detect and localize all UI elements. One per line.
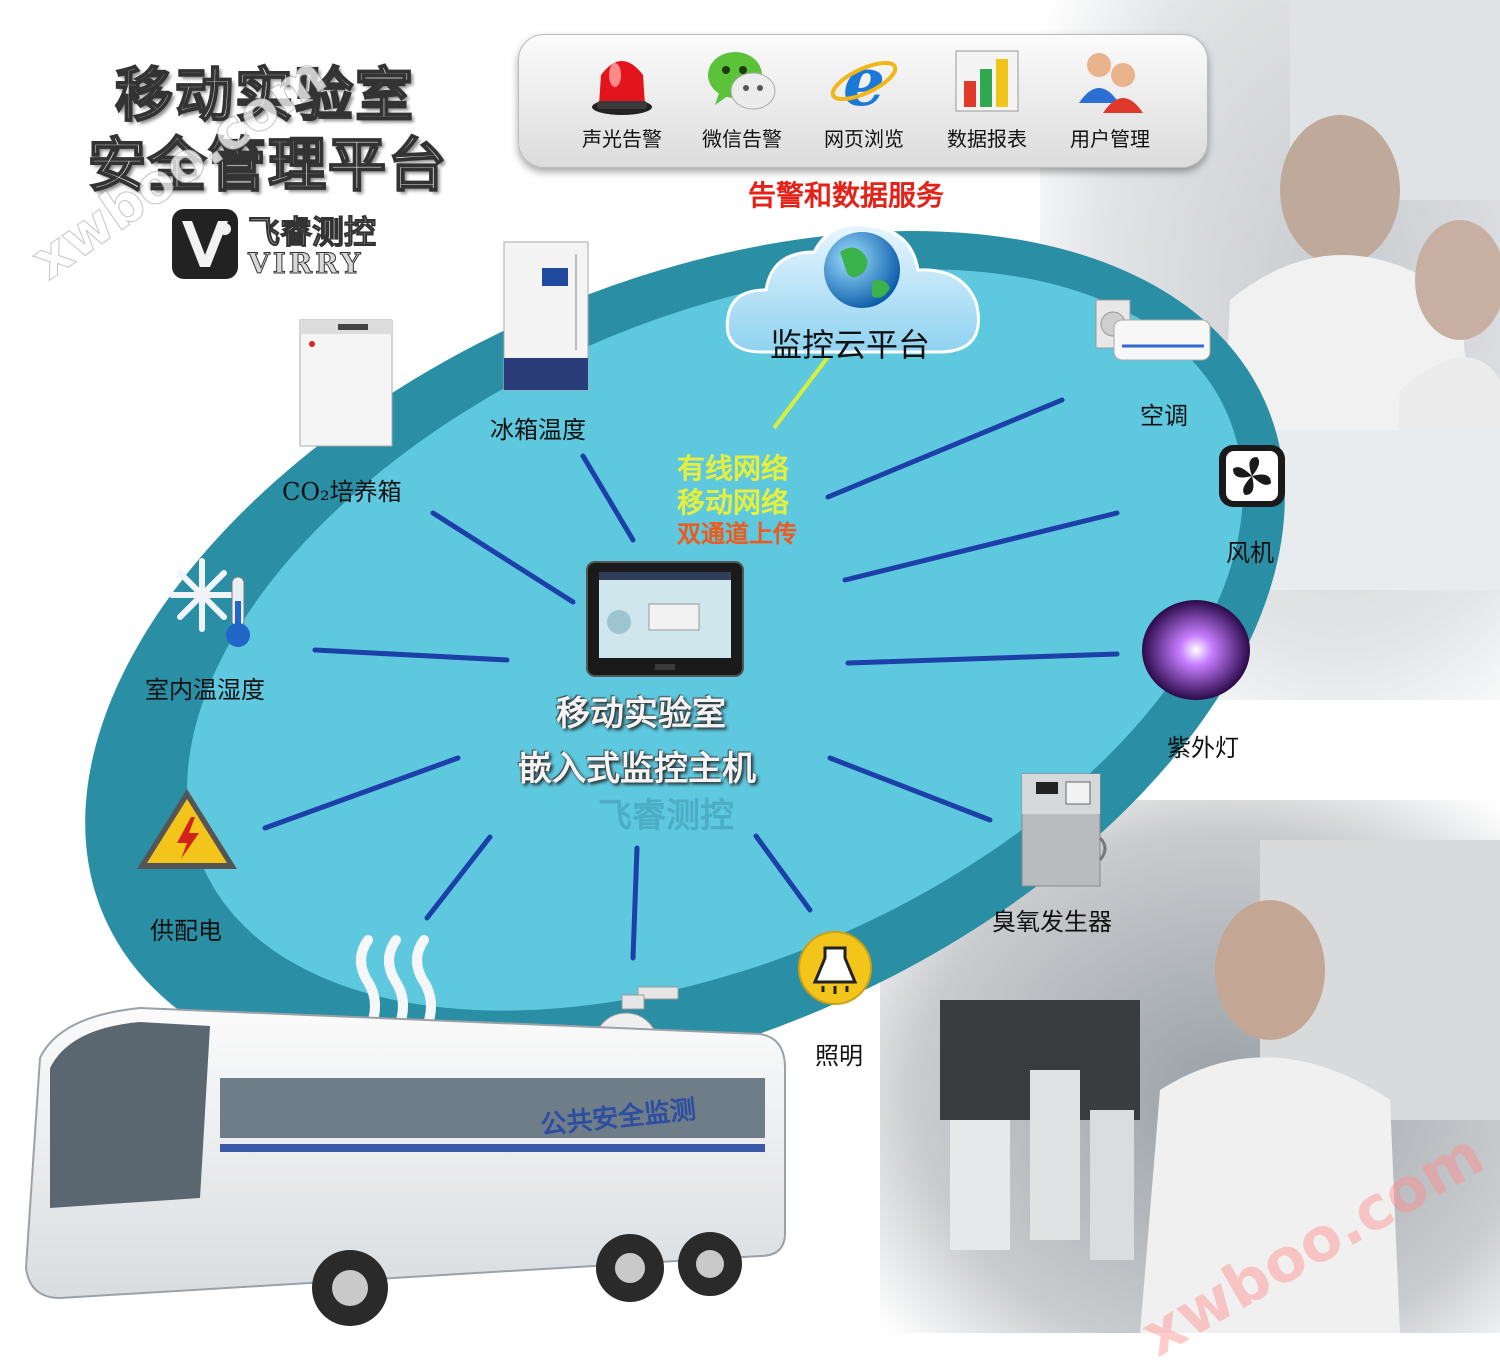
- toolbar-label-report: 数据报表: [947, 127, 1027, 151]
- hub-title-line2: 嵌入式监控主机: [518, 749, 756, 789]
- cloud-label: 监控云平台: [770, 326, 931, 364]
- cloud-caption: 告警和数据服务: [748, 179, 945, 212]
- embedded-host-screen-icon: [586, 561, 744, 677]
- toolbar-label-web: 网页浏览: [824, 127, 904, 151]
- network-mobile-label: 移动网络: [677, 486, 790, 519]
- line-lighting: [753, 833, 813, 913]
- uv-lamp-icon: [1142, 600, 1250, 700]
- node-label-power: 供配电: [150, 917, 222, 945]
- alarm-siren-icon: [592, 61, 652, 115]
- hub-title-line1: 移动实验室: [556, 694, 726, 734]
- network-dual-label: 双通道上传: [677, 520, 797, 548]
- ie-browser-icon: e: [830, 45, 898, 117]
- air-conditioner-icon: [1095, 299, 1211, 361]
- network-wired-label: 有线网络: [677, 452, 790, 485]
- bar-chart-icon: [955, 50, 1019, 112]
- indoor-thermometer-icon: [169, 558, 250, 647]
- node-label-ac: 空调: [1140, 402, 1188, 430]
- users-icon: [1079, 53, 1143, 113]
- toolbar-label-users: 用户管理: [1070, 127, 1150, 151]
- lab-technician-photo: [880, 800, 1500, 1333]
- service-toolbar: 声光告警 微信告警 e 网页浏览 数据报表: [518, 34, 1208, 168]
- node-label-co2: CO₂培养箱: [282, 478, 402, 506]
- toolbar-label-wechat: 微信告警: [702, 127, 782, 151]
- node-label-freezer: 冰箱温度: [490, 416, 586, 444]
- node-label-indoor: 室内温湿度: [145, 676, 265, 704]
- co2-incubator-icon: [299, 319, 393, 447]
- power-warning-icon: [137, 789, 237, 869]
- line-uv: [845, 651, 1120, 666]
- line-video: [630, 845, 640, 961]
- monitoring-cloud-icon: [725, 223, 980, 354]
- brand-watermark-cn: 飞睿测控: [598, 796, 734, 836]
- brand-logo: 飞睿测控 VIRRY: [170, 207, 400, 281]
- line-pressure: [424, 834, 493, 921]
- cloud-link-line: [772, 355, 830, 430]
- line-fan: [842, 510, 1120, 583]
- brand-name-en: VIRRY: [248, 247, 364, 281]
- line-co2: [430, 510, 576, 605]
- toolbar-item-alarm[interactable]: 声光告警: [567, 45, 677, 152]
- brand-logo-mark-icon: [172, 209, 238, 279]
- toolbar-item-users[interactable]: 用户管理: [1055, 45, 1165, 152]
- brand-watermark-center: 飞睿测控: [528, 788, 734, 837]
- node-label-ozone: 臭氧发生器: [992, 908, 1112, 936]
- toolbar-item-web[interactable]: e 网页浏览: [809, 45, 919, 152]
- node-label-fan: 风机: [1226, 539, 1274, 567]
- line-power: [262, 755, 461, 831]
- freezer-icon: [503, 241, 589, 391]
- page-title-line2: 安全管理平台: [87, 130, 449, 200]
- line-freezer: [580, 453, 636, 543]
- node-label-uv: 紫外灯: [1167, 734, 1239, 762]
- toolbar-item-wechat[interactable]: 微信告警: [687, 45, 797, 152]
- svg-text:e: e: [843, 45, 885, 117]
- mobile-lab-bus: [24, 1006, 786, 1326]
- toolbar-item-report[interactable]: 数据报表: [932, 45, 1042, 152]
- fan-icon: [1219, 445, 1285, 507]
- brand-name-cn: 飞睿测控: [247, 213, 377, 252]
- line-ozone: [827, 755, 993, 823]
- connector-lines: [262, 355, 1120, 961]
- page-title-line1: 移动实验室: [114, 60, 416, 130]
- wechat-icon: [708, 52, 776, 110]
- line-ac: [825, 397, 1065, 500]
- line-indoor: [312, 647, 510, 663]
- lighting-icon: [798, 931, 872, 1005]
- node-label-lighting: 照明: [815, 1042, 863, 1070]
- toolbar-label-alarm: 声光告警: [582, 127, 662, 151]
- ozone-generator-icon: [1021, 773, 1107, 887]
